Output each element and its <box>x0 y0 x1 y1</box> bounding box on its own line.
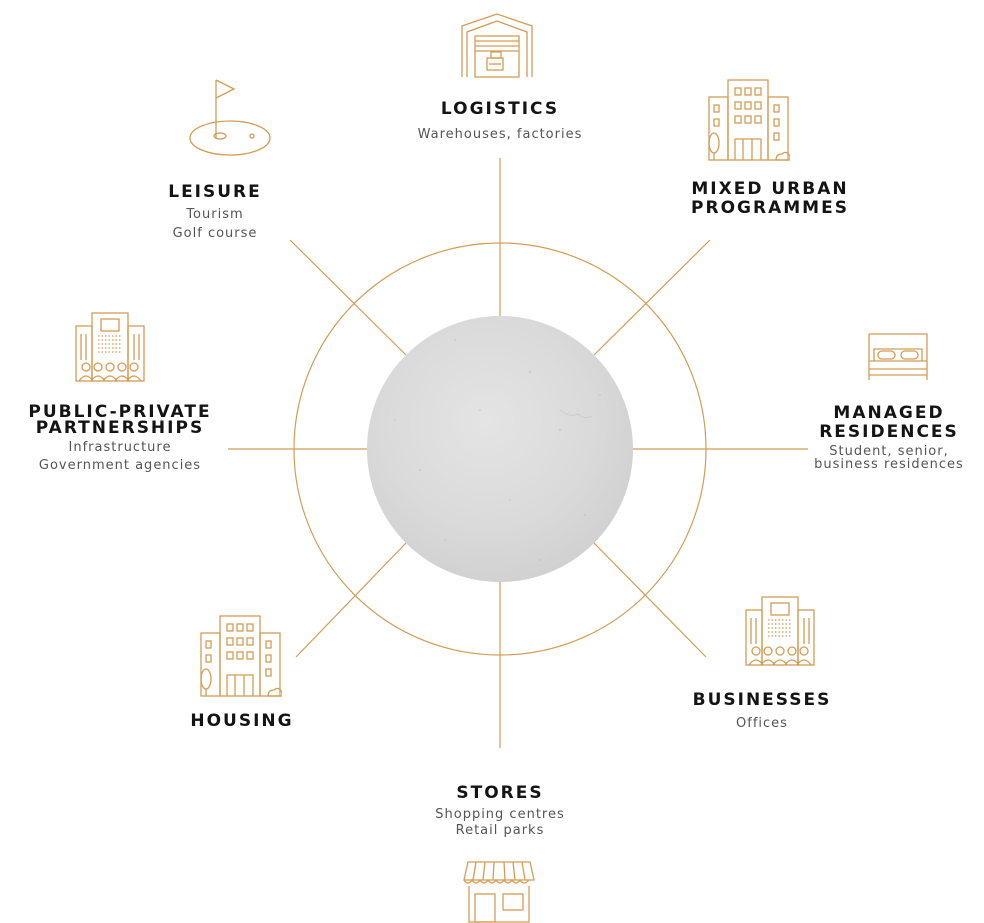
node-leisure-line-1: Tourism <box>186 207 244 222</box>
node-mixed-urban-title-2: PROGRAMMES <box>691 198 849 218</box>
node-businesses-title: BUSINESSES <box>692 690 832 710</box>
node-housing-title: HOUSING <box>190 711 294 731</box>
node-managed-residences: MANAGED RESIDENCES Student, senior, busi… <box>794 403 984 472</box>
node-ppp-line-1: Infrastructure <box>68 440 172 455</box>
golf-flag-icon <box>188 76 272 158</box>
node-stores-title: STORES <box>456 783 544 803</box>
node-ppp: PUBLIC-PRIVATE PARTNERSHIPS Infrastructu… <box>5 404 235 476</box>
connector-housing <box>295 542 407 658</box>
center-circle <box>367 316 633 582</box>
city-buildings-icon <box>706 79 790 161</box>
node-businesses: BUSINESSES Offices <box>662 691 862 732</box>
node-businesses-line-1: Offices <box>736 716 788 731</box>
connector-mixed-urban <box>593 239 711 356</box>
government-building-icon <box>72 312 148 382</box>
node-leisure-title: LEISURE <box>168 182 262 202</box>
node-housing: HOUSING <box>142 712 342 731</box>
node-managed-residences-line-1: Student, senior, <box>829 444 949 459</box>
node-leisure: LEISURE Tourism Golf course <box>130 183 300 242</box>
office-building-icon <box>742 596 818 666</box>
outer-ring <box>293 242 707 656</box>
node-logistics-title: LOGISTICS <box>440 99 560 119</box>
node-leisure-line-2: Golf course <box>172 226 258 241</box>
node-stores-line-1: Shopping centres <box>435 807 565 822</box>
node-mixed-urban: MIXED URBAN PROGRAMMES <box>640 180 900 218</box>
node-mixed-urban-title-1: MIXED URBAN <box>691 179 849 199</box>
node-ppp-title-2: PARTNERSHIPS <box>35 418 205 438</box>
node-stores-line-2: Retail parks <box>455 823 545 838</box>
storefront-icon <box>462 860 536 923</box>
apartment-buildings-icon <box>198 615 282 697</box>
node-stores: STORES Shopping centres Retail parks <box>400 784 600 839</box>
node-managed-residences-title-2: RESIDENCES <box>819 422 959 442</box>
bed-icon <box>866 331 930 381</box>
node-ppp-title-1: PUBLIC-PRIVATE <box>28 402 212 422</box>
connector-leisure <box>289 239 407 356</box>
warehouse-icon <box>459 12 535 78</box>
node-managed-residences-line-2: business residences <box>814 457 964 472</box>
node-logistics: LOGISTICS Warehouses, factories <box>380 100 620 143</box>
connector-businesses <box>593 542 707 658</box>
node-managed-residences-title-1: MANAGED <box>833 403 945 423</box>
node-ppp-line-2: Government agencies <box>38 458 202 473</box>
node-logistics-line-1: Warehouses, factories <box>417 127 583 142</box>
